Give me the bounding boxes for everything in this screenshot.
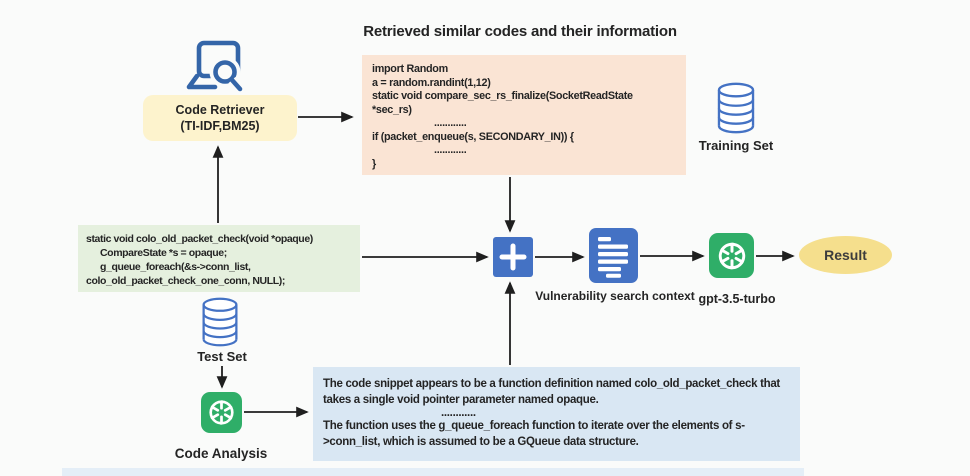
ellipsis-line: ............ (434, 144, 467, 156)
code-line: static void colo_old_packet_check(void *… (86, 233, 313, 245)
training-set-label: Training Set (698, 138, 774, 153)
query-code-box: static void colo_old_packet_check(void *… (78, 225, 360, 292)
openai-logo-icon (201, 392, 242, 433)
code-line: *sec_rs) (372, 103, 412, 116)
result-label: Result (824, 247, 867, 263)
test-set-label: Test Set (197, 349, 247, 364)
ellipsis-line: ............ (441, 407, 476, 419)
analysis-paragraph: The function uses the g_queue_foreach fu… (323, 420, 745, 448)
code-retriever-method: (TI-IDF,BM25) (180, 119, 260, 133)
code-line: g_queue_foreach(&s->conn_list, (100, 261, 251, 273)
code-retriever-label: Code Retriever (175, 102, 265, 117)
page-title: Retrieved similar codes and their inform… (363, 23, 677, 40)
code-analysis-label: Code Analysis (174, 446, 268, 461)
code-retriever-box: Code Retriever (TI-IDF,BM25) (143, 95, 297, 141)
gpt-label: gpt-3.5-turbo (698, 292, 776, 306)
result-node: Result (799, 236, 892, 274)
document-icon (589, 228, 638, 283)
analysis-paragraph: The code snippet appears to be a functio… (323, 378, 780, 406)
bottom-strip (62, 468, 804, 476)
analysis-text-box: The code snippet appears to be a functio… (313, 367, 800, 461)
laptop-search-icon (182, 40, 248, 96)
code-line: colo_old_packet_check_one_conn, NULL); (86, 275, 285, 287)
code-line: import Random (372, 63, 448, 75)
database-icon (199, 297, 241, 347)
code-line: CompareState *s = opaque; (100, 247, 227, 259)
openai-logo-icon (709, 233, 754, 278)
code-line: static void compare_sec_rs_finalize(Sock… (372, 90, 633, 102)
code-line: } (372, 157, 376, 170)
code-line: a = random.randint(1,12) (372, 76, 491, 89)
code-line: if (packet_enqueue(s, SECONDARY_IN)) { (372, 130, 574, 143)
plus-icon (493, 237, 533, 277)
ellipsis-line: ............ (434, 117, 467, 129)
retrieved-code-box: import Random a = random.randint(1,12) s… (362, 55, 686, 175)
database-icon (714, 82, 758, 134)
vulnerability-context-label: Vulnerability search context (535, 289, 695, 303)
